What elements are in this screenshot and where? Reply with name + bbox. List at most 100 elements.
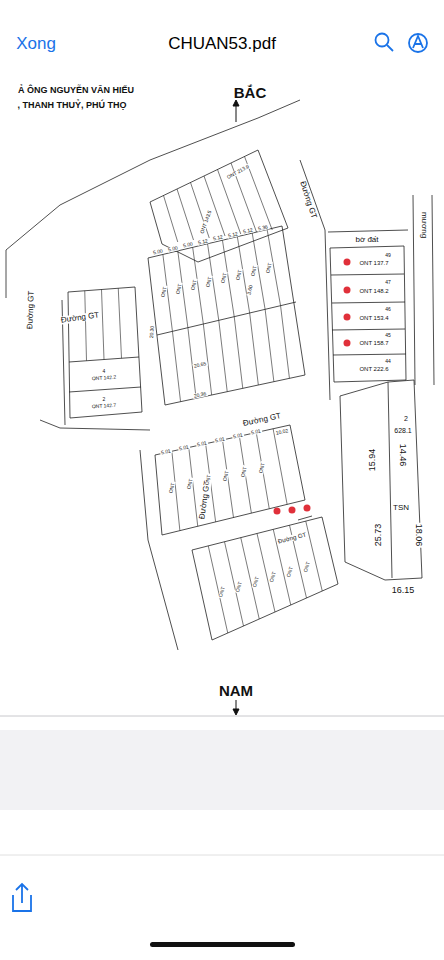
map-label: Ả ÔNG NGUYỄN VĂN HIẾU [18,86,134,95]
map-label: mương [420,211,428,239]
map-label: ONT [265,261,273,274]
map-label: 3.60 [246,284,253,297]
map-label: ONT [286,565,295,578]
map-label: ONT 137.7 [358,260,389,266]
map-label: 45 [384,333,392,338]
map-label: ONT [240,465,248,478]
map-label: ONT 153.4 [358,315,389,321]
map-label: ONT 148.2 [358,288,389,294]
map-label: ONT [303,560,312,573]
map-label: TSN [392,504,410,512]
map-label: 5.12 [242,227,255,235]
map-label: 14.46 [398,443,407,468]
compass [233,100,239,715]
map-label: 47 [384,280,392,285]
plot-divider [225,542,244,626]
map-label: ONT [190,278,198,291]
plot-divider [204,176,225,236]
share-icon [13,884,31,911]
plot-divider [208,546,228,633]
map-label: 18.06 [414,523,423,548]
map-label: ONT 213.9 [225,164,251,181]
plot-divider [219,320,227,391]
plot-divider [273,429,287,505]
map-label: Đường GT [59,311,100,325]
map-label: ONT 143.5 [199,209,213,235]
map-label: ONT [218,585,227,598]
map-label: ONT [252,575,261,588]
map-label: 10.02 [274,428,289,436]
map-label: ONT 142.7 [91,403,118,410]
plot-divider [306,521,323,591]
plot-divider [177,189,194,240]
map-label: BẮC [234,85,267,100]
map-label: ONT [235,580,244,593]
map-label: 16.15 [391,586,416,595]
map-label: NAM [219,683,253,698]
map-label: ONT [168,481,176,494]
map-label: ONT [258,461,266,474]
map-label: 5.01 [160,448,173,456]
map-label: 628.1 [393,427,413,434]
map-label: ONT [220,271,228,284]
map-label: Đường GT [26,290,35,331]
map-label: ONT 222.6 [358,366,389,372]
map-label: 5.00 [152,248,165,256]
map-label: ONT [235,268,243,281]
plot-divider [223,440,234,518]
map-label: 2 [102,397,107,402]
plot-dividers [85,157,323,634]
map-label: Xong [16,35,56,52]
map-label: bờ đất [354,236,379,244]
map-label: Đường GT [276,531,308,544]
map-label: 20.30 [149,325,155,340]
map-label: 5.01 [178,444,191,452]
plot-divider [234,317,243,389]
plot-divider [265,309,274,381]
map-label: 5.00 [182,241,195,249]
map-label: Đường GT [298,179,318,220]
plot-divider [203,324,211,395]
plot-divider [281,306,290,379]
plot-divider [172,331,180,401]
map-label: ONT [222,469,230,482]
map-label: ONT [250,264,258,277]
map-label: 5.01 [196,440,209,448]
plot-divider [164,196,178,243]
map-label: CHUAN53.pdf [168,35,276,52]
map-label: 15.94 [368,448,377,473]
map-label: 46 [384,307,392,312]
map-label: ONT [269,570,278,583]
plot-divider [256,433,269,509]
map-label: ONT [160,285,168,298]
plot-divider [102,290,105,360]
map-label: Đường GT [241,412,282,428]
map-label: 5.01 [214,436,227,444]
parcel-lines [6,100,434,650]
map-label: 25.73 [374,523,383,548]
map-label: 44 [384,359,392,364]
map-label: ONT [175,282,183,295]
map-label: , THANH THUỶ, PHÚ THỌ [18,101,127,110]
home-bar [150,942,295,947]
map-label: 5.01 [250,428,263,436]
map-label: ONT [205,275,213,288]
map-label: ONT 142.2 [91,375,118,382]
plot-divider [118,288,121,358]
map-label: ONT [186,477,194,490]
map-label: 20.36 [192,391,207,399]
map-label: 5.36 [257,224,270,232]
map-label: 2 [403,415,409,422]
map-label: 49 [384,253,392,258]
map-label: 5.01 [232,432,245,440]
plot-divider [239,436,251,513]
map-label: 5.12 [212,234,225,242]
map-label: 5.12 [227,231,240,239]
map-label: 4 [102,369,107,374]
marked-plots [274,259,351,515]
toolbar-icons [376,34,428,53]
map-label: 5.00 [167,245,180,253]
plot-divider [85,291,87,361]
